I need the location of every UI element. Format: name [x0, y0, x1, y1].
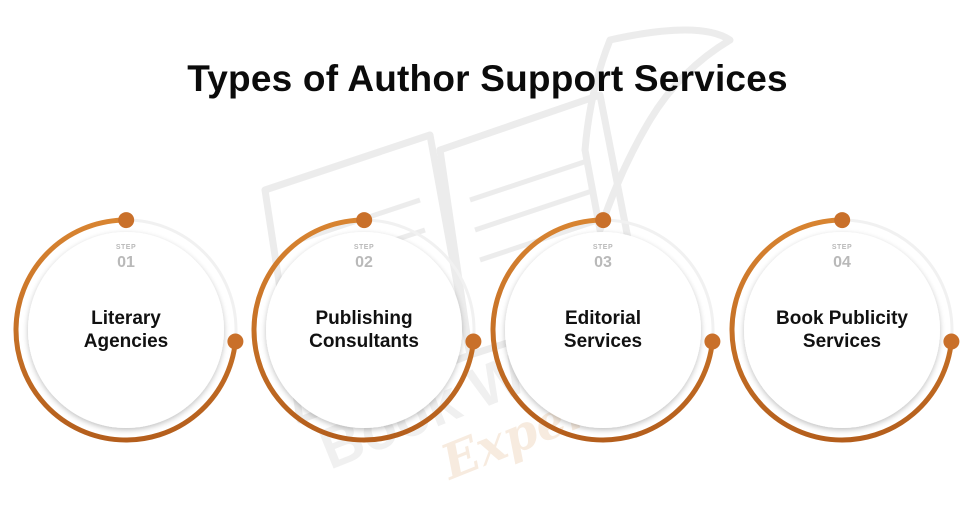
step-number: 02 [355, 254, 373, 271]
step-disc [28, 232, 224, 428]
arc-start-dot [356, 212, 373, 229]
arc-end-dot [465, 333, 482, 350]
arc-end-dot [227, 333, 244, 350]
step-label-line1: Publishing [315, 308, 413, 329]
arc-end-dot [943, 333, 960, 350]
arc-start-dot [118, 212, 135, 229]
step-word: STEP [353, 244, 375, 251]
step-word: STEP [115, 244, 137, 251]
page-title: Types of Author Support Services [187, 58, 788, 99]
step-arc [729, 217, 954, 443]
watermark-quill [581, 26, 734, 234]
step-number: 04 [833, 254, 851, 271]
step-label-line2: Services [802, 331, 882, 352]
step-disc [266, 232, 462, 428]
arc-end-dot [704, 333, 721, 350]
step-label-line1: Literary [91, 308, 161, 329]
step-label-line2: Consultants [309, 331, 419, 352]
step-number: 03 [594, 254, 612, 271]
step-number: 01 [117, 254, 135, 271]
step-arc [13, 217, 238, 443]
step-word: STEP [592, 244, 614, 251]
step-label-line2: Services [563, 331, 643, 352]
step-arc [490, 217, 715, 443]
arc-start-dot [595, 212, 612, 229]
arc-start-dot [834, 212, 851, 229]
step-label-line1: Editorial [564, 308, 641, 329]
step-label-line2: Agencies [83, 331, 169, 352]
step-disc [744, 232, 940, 428]
step-arc [251, 217, 476, 443]
step-label-line1: Book Publicity [776, 308, 908, 329]
step-disc [505, 232, 701, 428]
step-word: STEP [831, 244, 853, 251]
